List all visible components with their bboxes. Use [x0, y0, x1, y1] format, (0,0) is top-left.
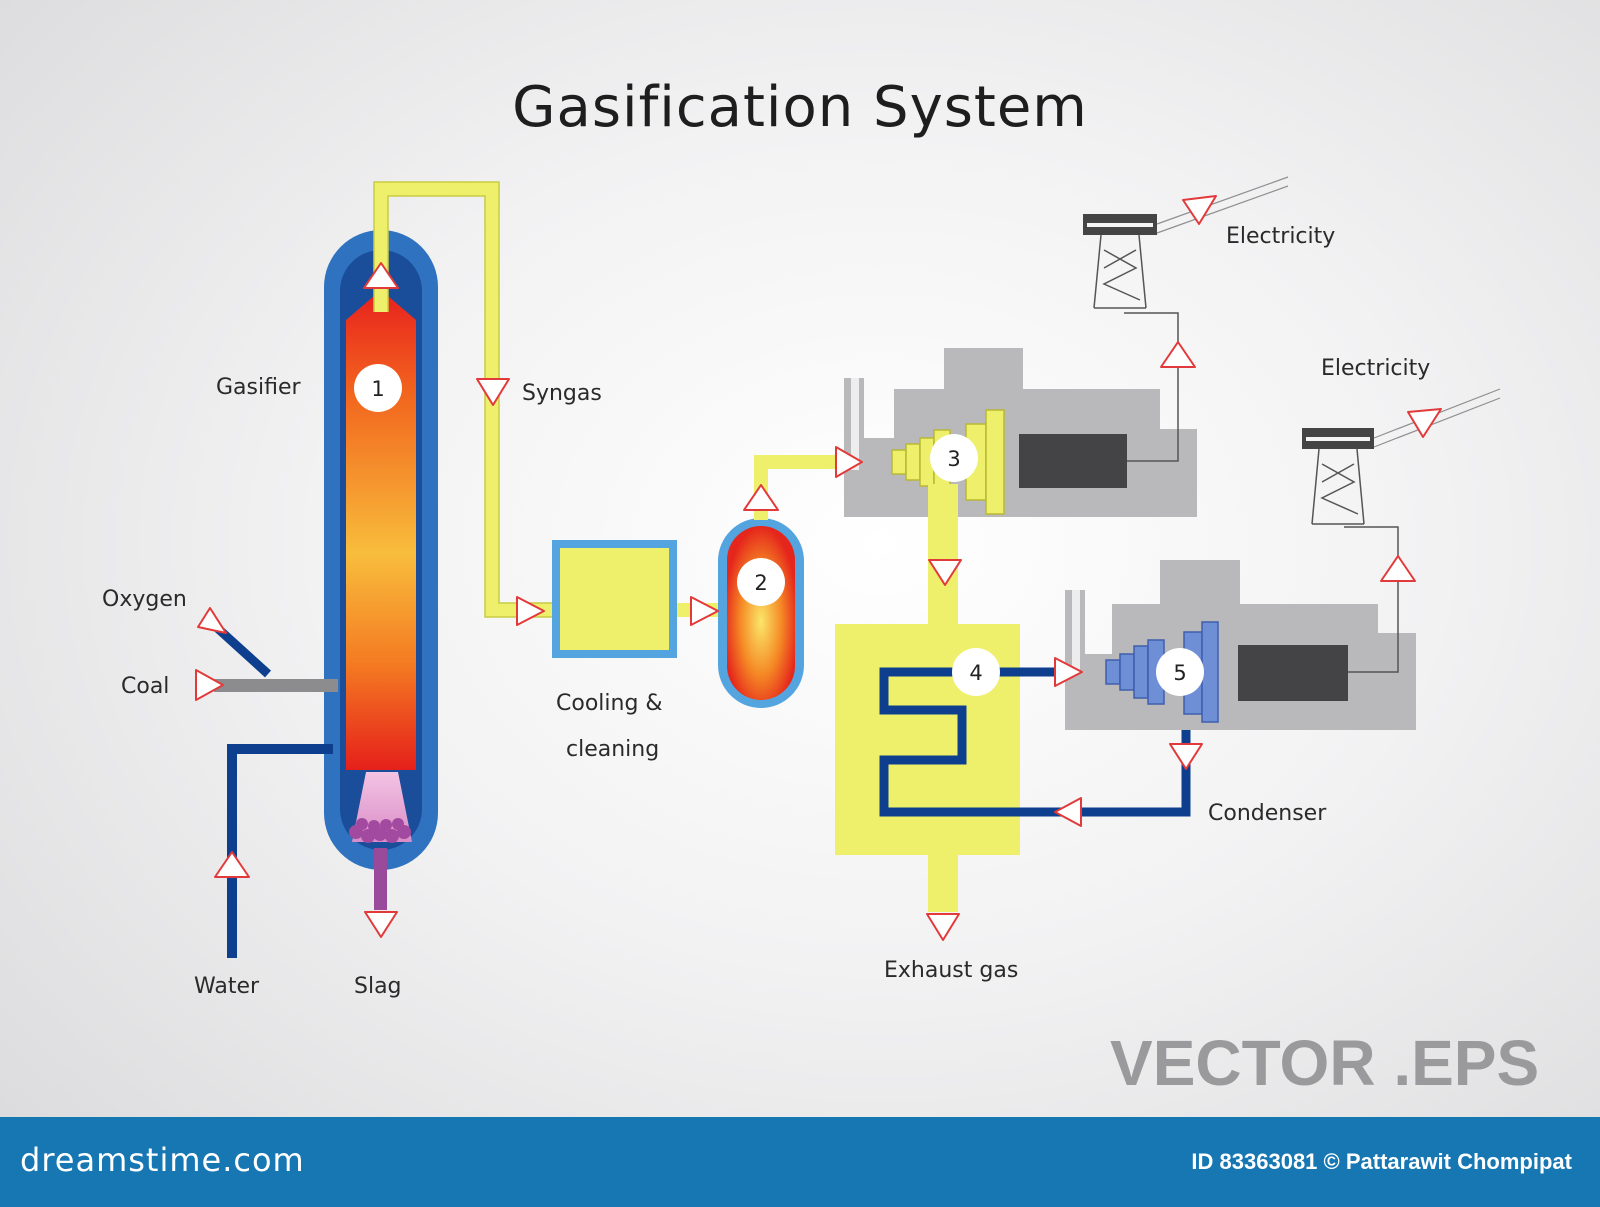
- gas-turbine-housing: [844, 348, 1197, 517]
- step-badge-2: 2: [737, 558, 785, 606]
- gasifier-label: Gasifier: [216, 375, 301, 400]
- transmission-tower-1: [1083, 214, 1157, 309]
- svg-text:4: 4: [969, 661, 982, 685]
- generator-1: [1019, 434, 1127, 488]
- exhaust-gas-label: Exhaust gas: [884, 958, 1018, 983]
- arrow-electricity-2: [1407, 408, 1442, 438]
- step-badge-5: 5: [1156, 648, 1204, 696]
- arrow-coal: [195, 669, 224, 701]
- svg-text:1: 1: [371, 377, 384, 401]
- footer-credit: ID 83363081 © Pattarawit Chompipat: [1191, 1149, 1572, 1174]
- arrow-into-vessel-2: [690, 596, 719, 626]
- arrow-electricity-1: [1182, 195, 1217, 225]
- arrow-vessel-2-up: [743, 484, 779, 511]
- condenser-label: Condenser: [1208, 801, 1327, 826]
- syngas-pipe: [374, 182, 552, 617]
- arrow-turbine-exhaust: [928, 559, 962, 586]
- heat-recovery-boiler: [835, 590, 1020, 912]
- arrow-slag-down: [364, 911, 398, 938]
- arrow-gasifier-top: [363, 262, 399, 289]
- vector-eps-watermark: VECTOR .EPS: [1110, 1027, 1539, 1099]
- syngas-label: Syngas: [522, 381, 602, 406]
- water-label: Water: [194, 974, 260, 999]
- syngas-to-turbine-pipe: [754, 455, 840, 520]
- transmission-tower-2: [1302, 428, 1374, 525]
- electricity-label-1: Electricity: [1226, 224, 1335, 249]
- gasifier-vessel: [324, 230, 438, 870]
- arrow-generator-2-up: [1380, 555, 1416, 582]
- arrow-syngas-down: [476, 378, 510, 406]
- footer-brand[interactable]: dreamstime.com: [20, 1141, 305, 1179]
- footer-bar: dreamstime.com ID 83363081 © Pattarawit …: [0, 1117, 1600, 1207]
- arrow-into-steam-turbine: [1054, 657, 1083, 687]
- oxygen-label: Oxygen: [102, 587, 187, 612]
- svg-text:2: 2: [754, 571, 767, 595]
- page-title: Gasification System: [512, 75, 1088, 140]
- step-badge-1: 1: [354, 364, 402, 412]
- arrow-generator-1-up: [1160, 341, 1196, 368]
- step-badge-4: 4: [952, 648, 1000, 696]
- slag-pellets: [349, 818, 411, 843]
- water-pipe: [227, 744, 333, 958]
- arrow-oxygen: [197, 607, 227, 634]
- arrow-exhaust-gas: [926, 913, 960, 941]
- arrow-water-up: [214, 851, 250, 878]
- cooling-label-line2: cleaning: [566, 737, 659, 762]
- cooling-label-line1: Cooling &: [556, 691, 663, 716]
- coal-pipe: [214, 679, 338, 692]
- svg-text:3: 3: [947, 447, 960, 471]
- scrubber-vessel: [718, 518, 804, 708]
- generator-2: [1238, 645, 1348, 701]
- arrow-condenser-return: [1054, 797, 1082, 827]
- coal-label: Coal: [121, 674, 169, 699]
- power-lines-1: [1156, 176, 1289, 234]
- slag-label: Slag: [354, 974, 402, 999]
- step-badge-3: 3: [930, 434, 978, 482]
- generator-1-wire: [1124, 312, 1179, 462]
- arrow-into-turbine: [835, 446, 863, 478]
- cooling-cleaning-unit: [552, 540, 677, 658]
- power-lines-2: [1373, 388, 1501, 448]
- svg-text:5: 5: [1173, 661, 1186, 685]
- gasification-diagram: Gasification System: [102, 75, 1539, 1099]
- slag-outlet: [374, 848, 387, 910]
- generator-2-wire: [1344, 526, 1399, 673]
- arrow-condenser-down: [1169, 743, 1203, 770]
- electricity-label-2: Electricity: [1321, 356, 1430, 381]
- arrow-into-cooling: [516, 596, 545, 626]
